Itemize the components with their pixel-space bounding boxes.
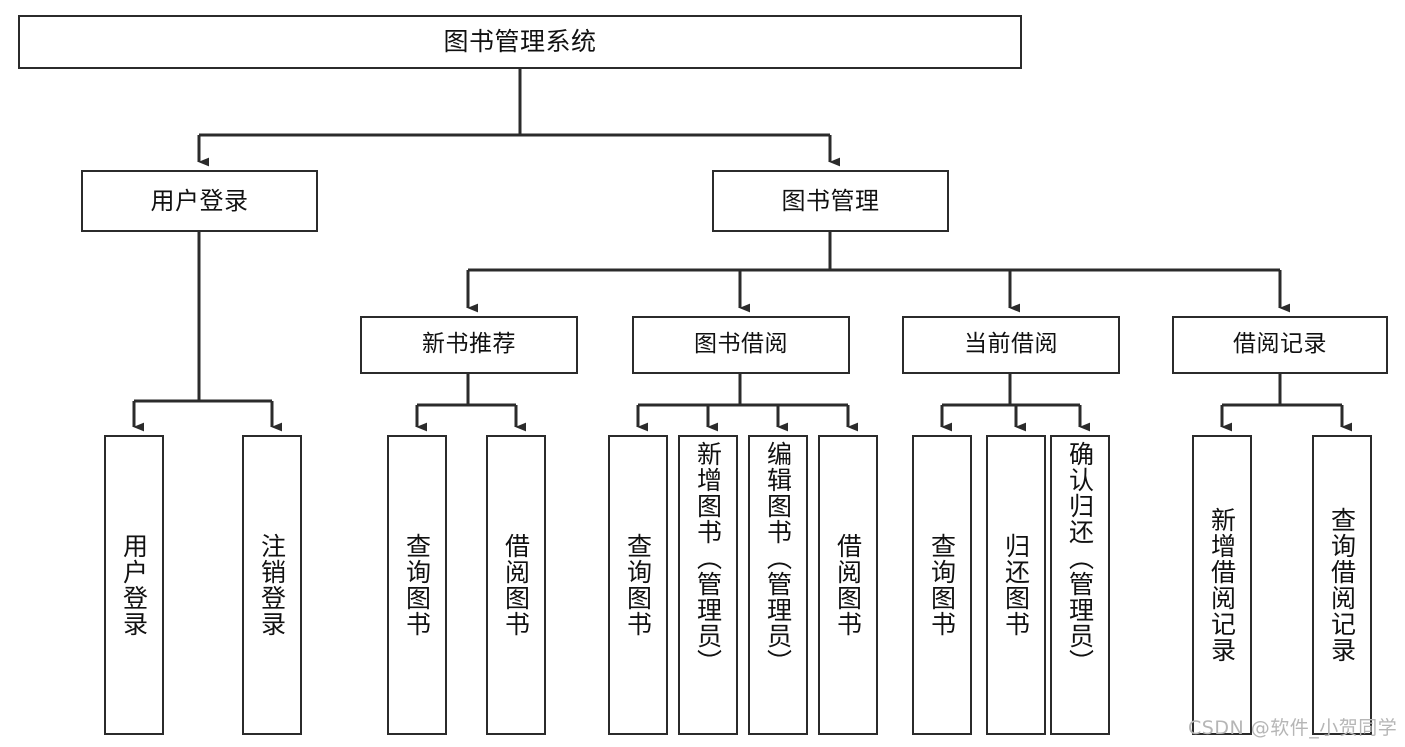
node-new-book-recommend[interactable]: 新书推荐 (360, 316, 578, 374)
node-leaf-query-book-recommend[interactable]: 查询图书 (387, 435, 447, 735)
watermark-text: CSDN @软件_小贺同学 (1188, 717, 1398, 739)
node-label: 用户登录 (119, 533, 149, 637)
node-label: 图书管理系统 (443, 27, 597, 57)
node-label: 归还图书 (1001, 533, 1031, 637)
node-leaf-return-book[interactable]: 归还图书 (986, 435, 1046, 735)
node-label: 图书借阅 (694, 331, 788, 358)
node-leaf-logout[interactable]: 注销登录 (242, 435, 302, 735)
node-label: 查询图书 (623, 533, 653, 637)
node-label: 借阅图书 (833, 533, 863, 637)
node-borrow-record[interactable]: 借阅记录 (1172, 316, 1388, 374)
node-leaf-confirm-return-admin[interactable]: 确认归还（管理员） (1050, 435, 1110, 735)
node-book-management[interactable]: 图书管理 (712, 170, 949, 232)
node-book-borrow[interactable]: 图书借阅 (632, 316, 850, 374)
node-leaf-query-borrow-record[interactable]: 查询借阅记录 (1312, 435, 1372, 735)
node-leaf-borrow-book[interactable]: 借阅图书 (818, 435, 878, 735)
node-current-borrow[interactable]: 当前借阅 (902, 316, 1120, 374)
node-leaf-add-book-admin[interactable]: 新增图书（管理员） (678, 435, 738, 735)
node-label: 新增借阅记录 (1207, 507, 1237, 663)
node-label: 图书管理 (781, 186, 880, 215)
node-label: 查询图书 (927, 533, 957, 637)
node-leaf-edit-book-admin[interactable]: 编辑图书（管理员） (748, 435, 808, 735)
node-root-system[interactable]: 图书管理系统 (18, 15, 1022, 69)
node-label: 用户登录 (150, 186, 249, 215)
node-leaf-query-book-borrow[interactable]: 查询图书 (608, 435, 668, 735)
node-label: 编辑图书（管理员） (763, 441, 793, 675)
node-label: 新增图书（管理员） (693, 441, 723, 675)
node-label: 查询图书 (402, 533, 432, 637)
node-leaf-query-book-current[interactable]: 查询图书 (912, 435, 972, 735)
node-label: 借阅图书 (501, 533, 531, 637)
node-leaf-borrow-book-recommend[interactable]: 借阅图书 (486, 435, 546, 735)
node-label: 注销登录 (257, 533, 287, 637)
node-label: 查询借阅记录 (1327, 507, 1357, 663)
node-label: 借阅记录 (1233, 331, 1327, 358)
node-label: 新书推荐 (422, 331, 516, 358)
node-label: 确认归还（管理员） (1065, 441, 1095, 675)
node-leaf-add-borrow-record[interactable]: 新增借阅记录 (1192, 435, 1252, 735)
node-user-login[interactable]: 用户登录 (81, 170, 318, 232)
node-leaf-user-login[interactable]: 用户登录 (104, 435, 164, 735)
node-label: 当前借阅 (964, 331, 1058, 358)
